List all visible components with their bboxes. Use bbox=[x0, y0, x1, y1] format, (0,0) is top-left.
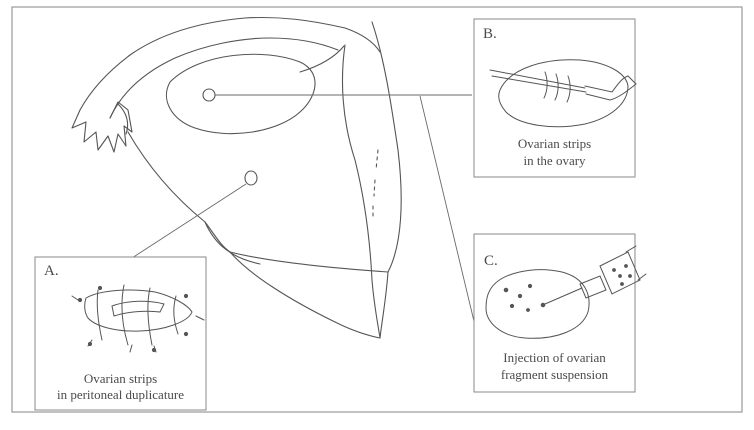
fallopian-tube-outline bbox=[80, 17, 380, 110]
uterus-front-line bbox=[342, 45, 380, 338]
uterus-side-contour bbox=[372, 22, 401, 338]
ovary-target-circle bbox=[203, 89, 215, 101]
panel-b-label: B. bbox=[483, 26, 497, 42]
panel-a-caption-line2: in peritoneal duplicature bbox=[57, 387, 184, 402]
panel-b: B. Ovarian strips in the ovary bbox=[474, 19, 636, 177]
panel-a-caption-line1: Ovarian strips bbox=[84, 371, 157, 386]
uterus-body-outline bbox=[128, 132, 388, 272]
panel-b-caption-line2: in the ovary bbox=[523, 153, 586, 168]
panel-c-caption-line1: Injection of ovarian bbox=[503, 350, 606, 365]
panel-c-caption-line2: fragment suspension bbox=[501, 367, 609, 382]
panel-a: A. Ovarian strips in peritoneal duplicat… bbox=[35, 257, 206, 410]
panel-c: C. Injection of ovarian fragment suspens… bbox=[474, 234, 646, 392]
leader-line-c bbox=[420, 96, 478, 338]
panel-b-caption-line1: Ovarian strips bbox=[518, 136, 591, 151]
peritoneum-target-circle bbox=[245, 171, 257, 185]
leader-line-a bbox=[132, 184, 246, 258]
uterus-lower-outline bbox=[205, 222, 260, 264]
ovary-outline bbox=[166, 54, 315, 133]
panel-a-label: A. bbox=[44, 263, 59, 279]
uterus-dashed-line bbox=[373, 150, 378, 220]
panel-c-label: C. bbox=[484, 253, 498, 269]
fallopian-tube-inner bbox=[110, 38, 338, 118]
